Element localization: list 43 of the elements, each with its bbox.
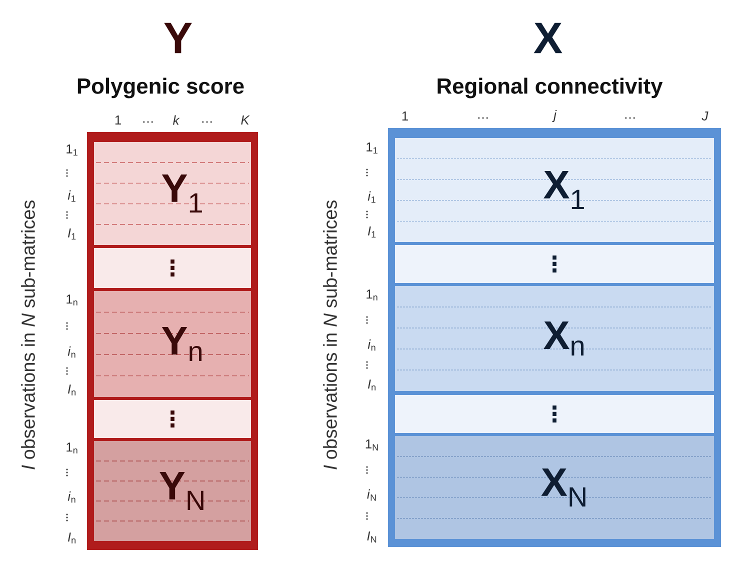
row-index: 1$_{1}$: [366, 142, 378, 154]
submatrix-block: X$_{1}$: [395, 138, 714, 242]
row-index: I$_{1}$: [68, 228, 76, 240]
column-index: j: [552, 110, 557, 122]
column-index: 1: [402, 112, 408, 120]
matrix-letter: Y: [164, 22, 192, 54]
row-index: I$_{N}$: [367, 531, 376, 542]
ellipsis-block: ⋮: [395, 245, 714, 283]
ellipsis-block: ⋮: [395, 395, 714, 433]
row-index: I$_{n}$: [68, 532, 76, 544]
row-index: i$_{n}$: [68, 346, 76, 358]
matrix-title: Regional connectivity: [438, 78, 663, 98]
axis-label: I observations in N sub-matrices: [323, 200, 337, 470]
row-index: 1$_{1}$: [66, 144, 78, 156]
row-index: i$_{n}$: [68, 491, 76, 503]
row-index: 1$_{n}$: [66, 442, 78, 454]
column-index: 1: [115, 116, 121, 124]
submatrix-block: X$_{N}$: [395, 436, 714, 539]
column-index: …: [143, 121, 153, 123]
submatrix-block: Y$_{N}$: [94, 441, 251, 541]
row-index: I$_{n}$: [368, 380, 376, 390]
row-index: 1$_{n}$: [66, 294, 78, 306]
submatrix-block: X$_{n}$: [395, 286, 714, 391]
row-index: i$_{1}$: [68, 190, 76, 202]
axis-label: I observations in N sub-matrices: [21, 200, 35, 470]
row-index: 1$_{n}$: [366, 290, 378, 300]
column-index: …: [625, 117, 635, 119]
row-index: I$_{1}$: [368, 226, 376, 238]
column-index: J: [702, 111, 708, 121]
row-index: 1$_{N}$: [366, 439, 378, 450]
ellipsis-block: ⋮: [94, 400, 251, 438]
submatrix-block: Y$_{n}$: [94, 291, 251, 397]
row-index: i$_{1}$: [368, 191, 376, 203]
row-index: i$_{N}$: [367, 489, 376, 501]
column-index: …: [202, 121, 212, 123]
matrix-letter: X: [534, 22, 562, 54]
column-index: K: [241, 116, 250, 124]
column-index: k: [173, 115, 180, 125]
matrix-title: Polygenic score: [78, 78, 244, 98]
column-index: …: [478, 117, 488, 119]
row-index: i$_{n}$: [368, 339, 376, 351]
row-index: I$_{n}$: [68, 384, 76, 396]
ellipsis-block: ⋮: [94, 248, 251, 288]
